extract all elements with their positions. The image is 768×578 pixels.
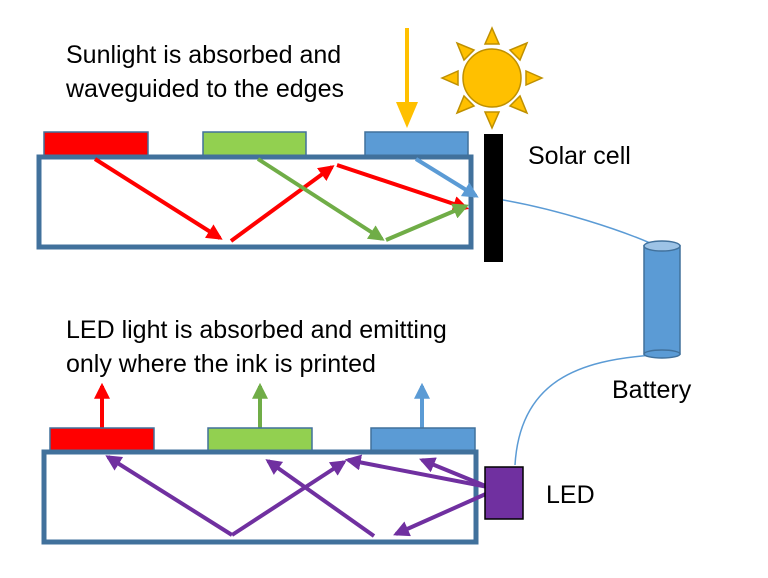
bottom-red-ink [49,427,155,453]
top-green-ray [256,157,385,241]
top-red-ray [336,163,470,212]
bottom-caption: LED light is absorbed and emitting only … [66,313,447,381]
battery-label: Battery [612,376,692,404]
top-red-ray [229,165,335,243]
top-red-ink [43,131,149,157]
bottom-purple-ray [265,459,376,538]
top-blue-ray [414,157,479,198]
bottom-purple-ray [419,457,489,489]
bottom-panel [41,382,489,545]
battery [643,240,681,359]
top-blue-ink [364,131,469,157]
top-waveguide [36,154,474,250]
bottom-purple-ray [230,460,347,537]
top-caption-line-2: waveguided to the edges [66,75,344,103]
bottom-caption-line-2: only where the ink is printed [66,350,376,378]
bottom-blue-ink [370,427,476,453]
sunlight-arrow-icon [396,28,418,128]
solar-to-battery-wire [502,199,651,244]
top-caption-line-1: Sunlight is absorbed and [66,41,342,69]
led-label: LED [546,481,595,509]
sun-icon [440,26,544,130]
bottom-green-ink [207,427,313,453]
top-green-ink [202,131,307,157]
led [484,466,524,520]
top-green-ray [385,203,469,242]
top-panel [36,131,479,250]
bottom-purple-ray [105,455,234,537]
bottom-purple-ray [344,454,489,489]
bottom-caption-line-1: LED light is absorbed and emitting [66,316,447,344]
bottom-purple-ray [393,491,489,537]
top-red-ray [93,157,223,240]
solar-cell-label: Solar cell [528,142,631,170]
battery-to-led-wire [514,354,655,466]
solar-cell [484,134,503,262]
top-caption: Sunlight is absorbed and waveguided to t… [66,38,344,106]
